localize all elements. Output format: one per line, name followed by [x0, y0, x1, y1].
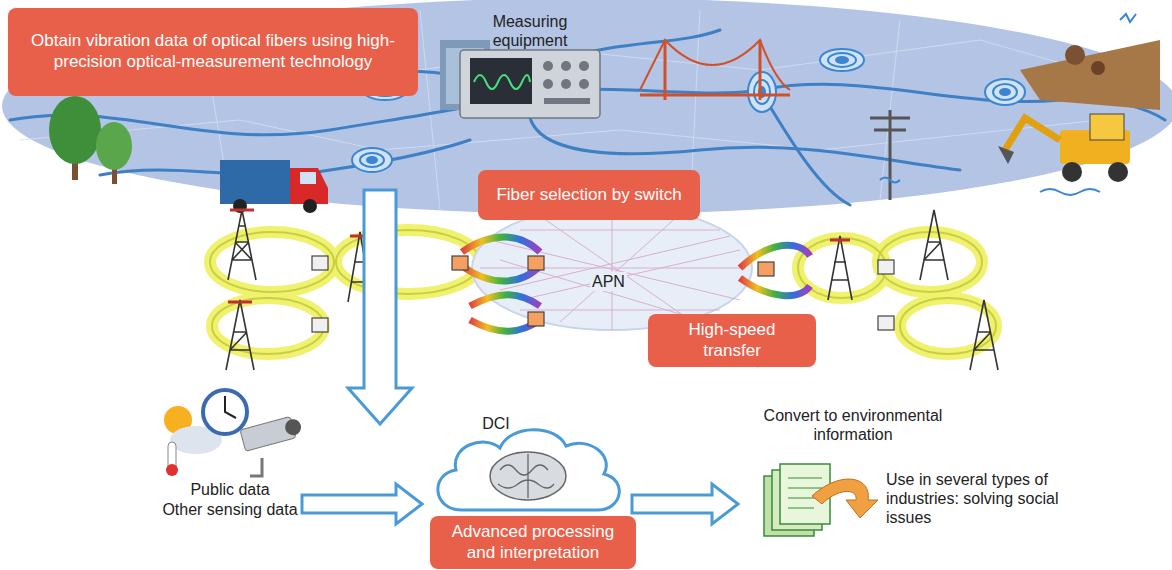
box-text: High-speed transfer [658, 320, 806, 361]
output-arrow [632, 484, 738, 524]
bridge [640, 40, 790, 100]
caption-label: APN [590, 272, 627, 291]
caption-label: Convert to environmental information [728, 406, 978, 444]
input-arrow [302, 484, 422, 524]
document-stack [764, 464, 878, 536]
caption-label: Measuring equipment [470, 12, 590, 50]
box-text: Fiber selection by switch [496, 185, 681, 206]
excavator [998, 114, 1130, 195]
box-text: Obtain vibration data of optical fibers … [18, 31, 408, 72]
transfer-box: High-speed transfer [648, 314, 816, 367]
network-rings [210, 206, 998, 370]
rockfall [1020, 14, 1160, 110]
utility-pole [870, 110, 910, 200]
flow-arrow [348, 190, 412, 424]
caption-label: Public data [150, 480, 310, 499]
public-data-icons [164, 390, 304, 476]
caption-label: DCI [466, 414, 526, 433]
truck [220, 160, 328, 213]
box-text: Advanced processing and interpretation [440, 522, 626, 563]
caption-label: Other sensing data [150, 500, 310, 519]
trees [49, 96, 132, 184]
caption-label: Use in several types of industries: solv… [886, 470, 1092, 528]
use-arrow [812, 479, 878, 518]
measurement-box: Obtain vibration data of optical fibers … [8, 8, 418, 96]
measuring-equipment [460, 50, 600, 118]
processing-box: Advanced processing and interpretation [430, 516, 636, 569]
switch-box: Fiber selection by switch [478, 170, 700, 220]
dci-cloud [438, 430, 619, 510]
